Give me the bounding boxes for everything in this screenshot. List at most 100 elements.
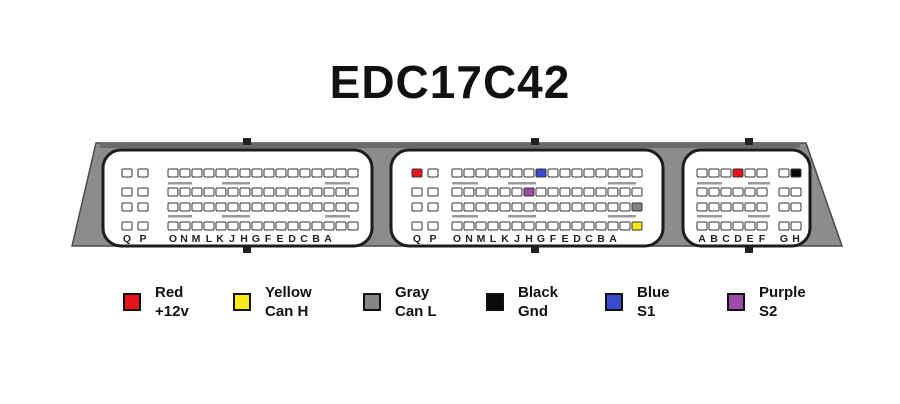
pin xyxy=(511,202,523,212)
pin xyxy=(631,168,643,178)
pin xyxy=(167,187,179,197)
pin xyxy=(323,187,335,197)
pin xyxy=(790,221,802,231)
pin xyxy=(299,221,311,231)
pin xyxy=(523,168,535,178)
pin xyxy=(583,202,595,212)
pin xyxy=(778,187,790,197)
pin xyxy=(547,187,559,197)
pin xyxy=(191,202,203,212)
pin xyxy=(335,202,347,212)
pin xyxy=(251,168,263,178)
pin xyxy=(411,168,423,178)
pin xyxy=(720,187,732,197)
pin xyxy=(619,187,631,197)
pin xyxy=(463,202,475,212)
pin-letter: H xyxy=(792,233,800,245)
legend-signal-name: Gnd xyxy=(518,303,548,320)
pin xyxy=(732,168,744,178)
pin xyxy=(179,202,191,212)
pin xyxy=(744,202,756,212)
pin xyxy=(227,168,239,178)
pin xyxy=(227,187,239,197)
pin xyxy=(475,187,487,197)
separator-bar xyxy=(608,182,636,185)
pin xyxy=(137,221,149,231)
pin xyxy=(619,202,631,212)
pin xyxy=(121,168,133,178)
pin xyxy=(287,221,299,231)
pin xyxy=(427,187,439,197)
legend-signal-name: Can L xyxy=(395,303,437,320)
pin xyxy=(215,221,227,231)
legend-swatch-red xyxy=(123,293,141,311)
pin-letter: G xyxy=(537,233,545,245)
pin-letter: Q xyxy=(413,233,421,245)
pin xyxy=(778,168,790,178)
pin xyxy=(547,202,559,212)
pin-letter: E xyxy=(746,233,753,245)
pin xyxy=(744,187,756,197)
pin xyxy=(451,168,463,178)
legend-color-name: Purple xyxy=(759,284,806,301)
pin xyxy=(583,187,595,197)
pin xyxy=(335,221,347,231)
pin xyxy=(607,202,619,212)
pin-letter: A xyxy=(609,233,617,245)
pin-letter: B xyxy=(597,233,605,245)
pin xyxy=(167,168,179,178)
pin xyxy=(263,168,275,178)
pin xyxy=(607,221,619,231)
pin xyxy=(411,187,423,197)
legend-color-name: Red xyxy=(155,284,184,301)
pin-letter: O xyxy=(169,233,177,245)
pin xyxy=(323,168,335,178)
pin xyxy=(535,187,547,197)
pin xyxy=(137,168,149,178)
pin xyxy=(263,202,275,212)
separator-bar xyxy=(508,215,536,218)
separator-bar xyxy=(697,182,722,185)
housing-bar xyxy=(100,143,800,148)
legend-signal-name: S1 xyxy=(637,303,656,320)
pin xyxy=(463,221,475,231)
pin xyxy=(619,168,631,178)
legend-swatch-gray xyxy=(363,293,381,311)
separator-bar xyxy=(222,182,250,185)
pin xyxy=(275,168,287,178)
pin-letter: E xyxy=(561,233,568,245)
pin xyxy=(335,168,347,178)
separator-bar xyxy=(748,182,770,185)
pin xyxy=(732,202,744,212)
pin-letter: O xyxy=(453,233,461,245)
pin xyxy=(511,168,523,178)
pin xyxy=(427,202,439,212)
pin xyxy=(299,168,311,178)
pin xyxy=(347,221,359,231)
pin-letter: H xyxy=(240,233,248,245)
pin-letter: D xyxy=(573,233,581,245)
pin xyxy=(287,168,299,178)
legend-color-name: Gray xyxy=(395,284,430,301)
pin xyxy=(790,187,802,197)
pin xyxy=(311,168,323,178)
pin xyxy=(137,202,149,212)
mount-tabs xyxy=(243,138,753,253)
pin xyxy=(790,202,802,212)
pin xyxy=(451,187,463,197)
pin xyxy=(547,168,559,178)
pin xyxy=(179,221,191,231)
pin-letter: M xyxy=(477,233,486,245)
pin xyxy=(607,187,619,197)
legend-color-name: Black xyxy=(518,284,559,301)
pin-letter: B xyxy=(710,233,718,245)
pin xyxy=(571,202,583,212)
pin xyxy=(708,221,720,231)
pin xyxy=(720,202,732,212)
pin xyxy=(631,202,643,212)
legend-signal-name: S2 xyxy=(759,303,778,320)
pin-letter: Q xyxy=(123,233,131,245)
pin xyxy=(451,221,463,231)
